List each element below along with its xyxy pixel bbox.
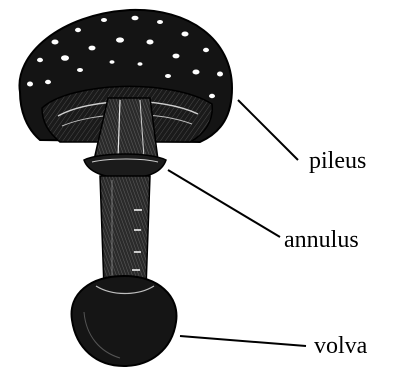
annulus-leader-line [168,170,280,237]
annulus-label: annulus [284,228,359,252]
annulus-ring [84,154,166,178]
volva-leader-line [180,336,306,346]
pileus-label: pileus [309,149,366,173]
volva-bulb [72,276,177,366]
volva-label: volva [314,334,367,358]
pileus-leader-line [238,100,298,160]
stalk [100,176,150,288]
